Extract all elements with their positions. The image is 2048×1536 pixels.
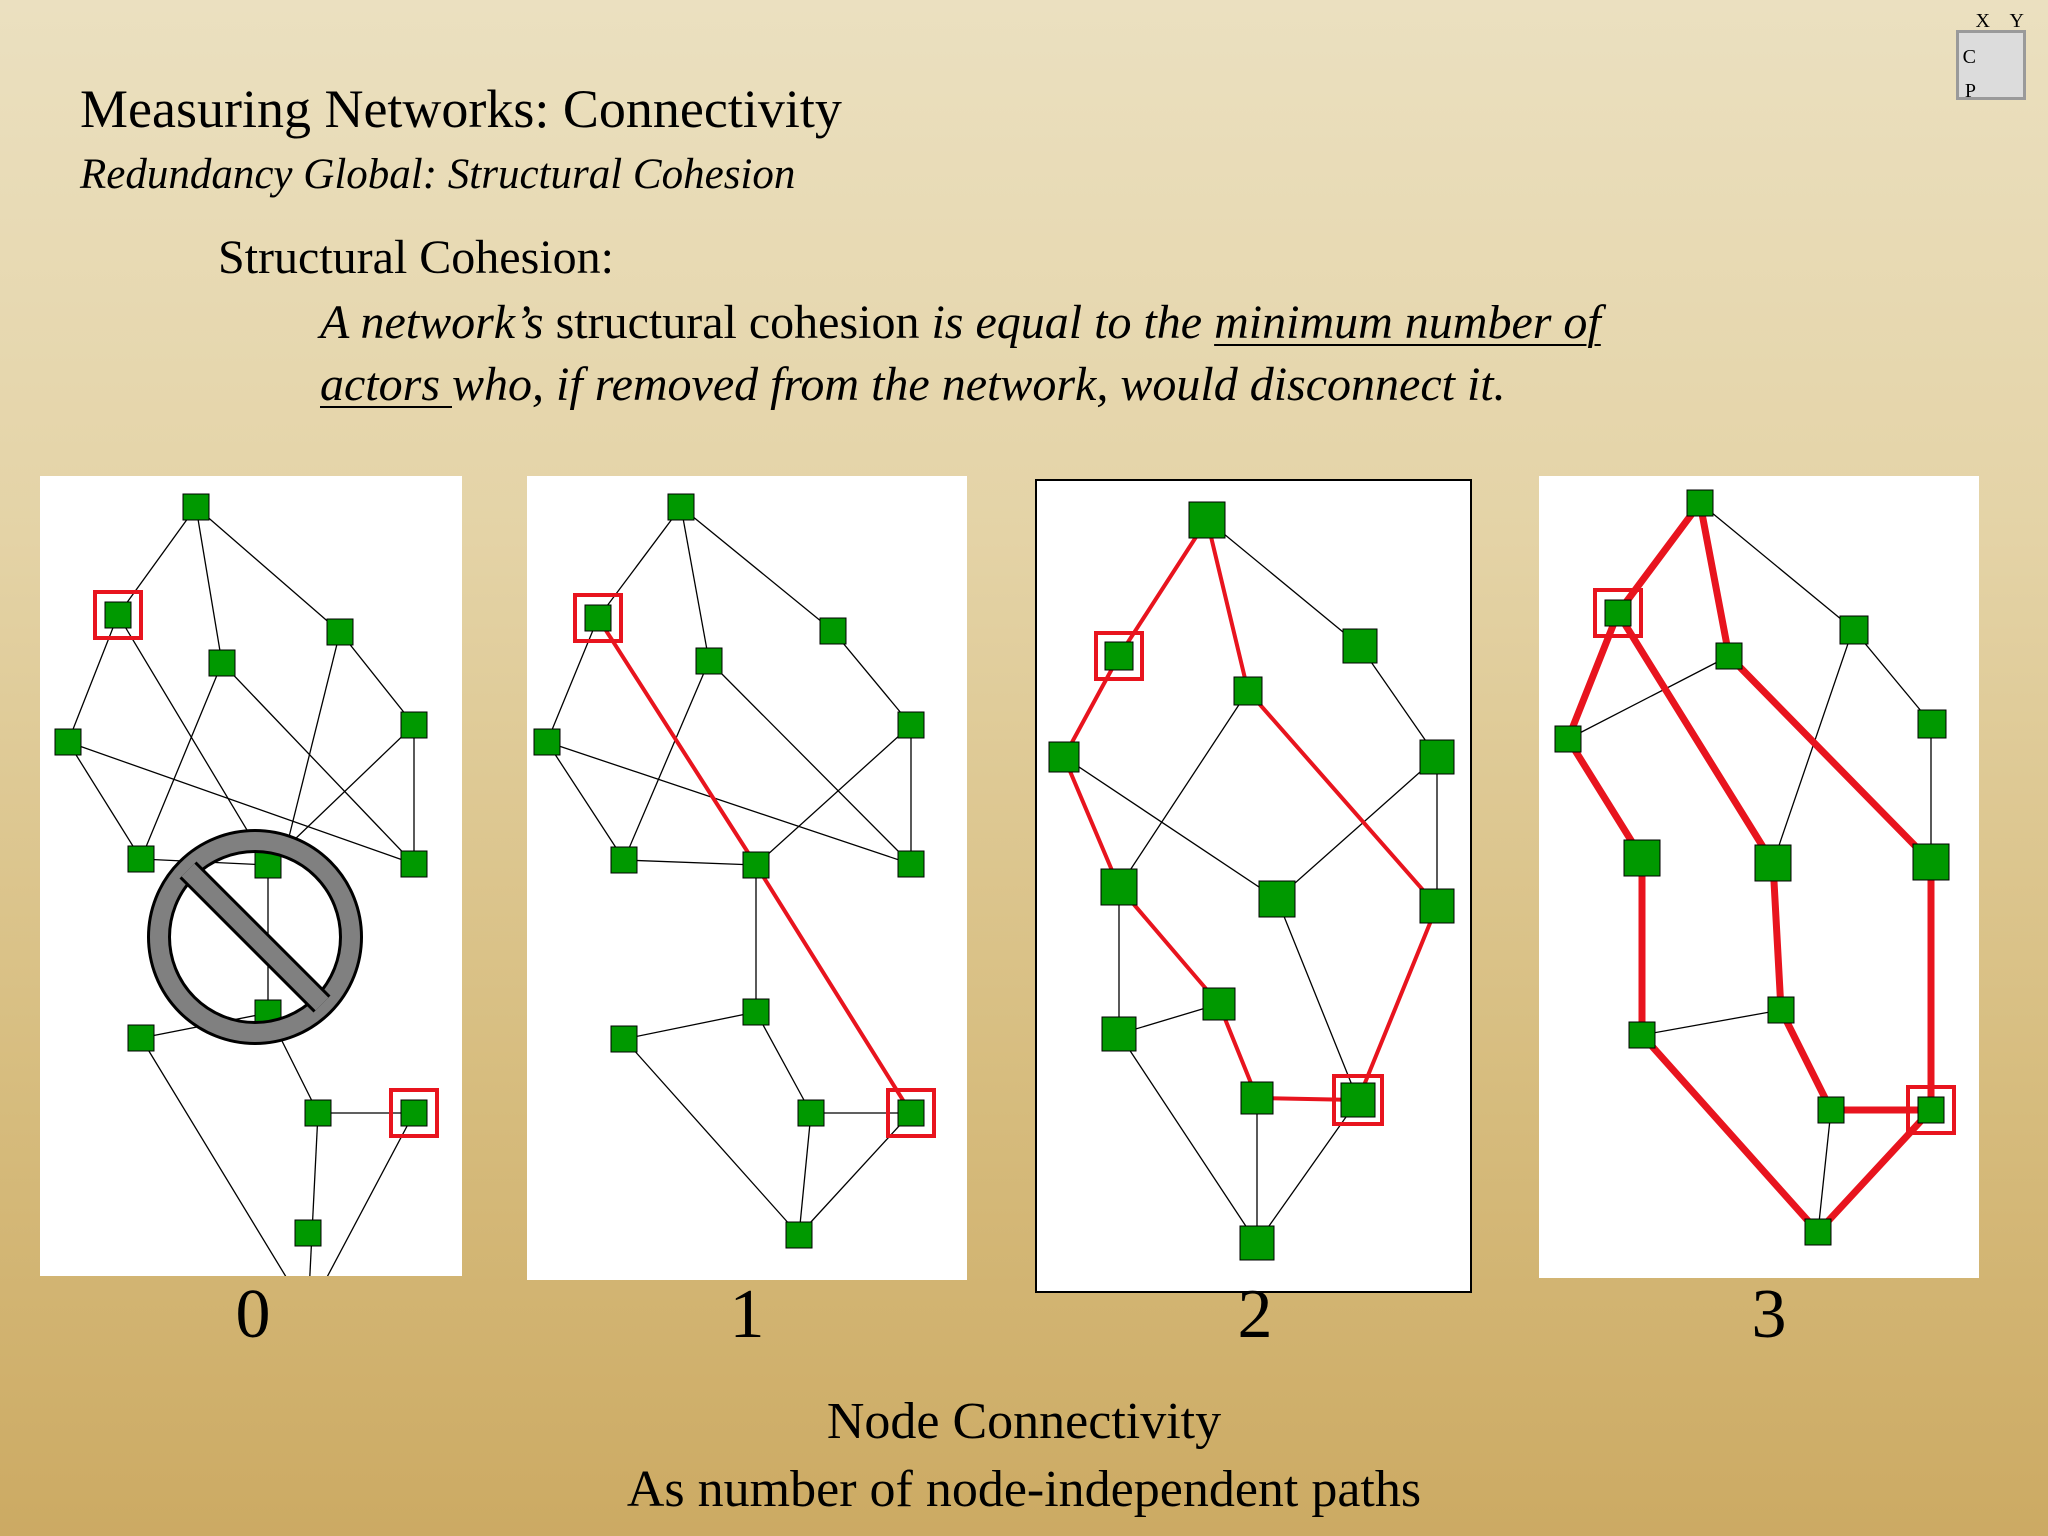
definition-emphasis: actors xyxy=(320,358,452,411)
independent-paths xyxy=(1062,518,1439,1102)
slide-subtitle: Redundancy Global: Structural Cohesion xyxy=(80,151,796,198)
definition-emphasis: minimum number of xyxy=(1214,296,1601,349)
highlight-boxes xyxy=(1593,588,1956,1135)
definition-part: is equal to the xyxy=(919,296,1215,349)
edges xyxy=(67,506,415,1276)
caption-line-1: Node Connectivity xyxy=(826,1393,1222,1450)
definition-part: who, if removed from the network, would … xyxy=(452,358,1506,411)
definition-part: A network’s xyxy=(320,296,556,349)
definition-text: A network’s structural cohesion is equal… xyxy=(320,292,1601,416)
caption-line-2: As number of node-independent paths xyxy=(626,1461,1422,1518)
panel-label-2: 2 xyxy=(1237,1276,1273,1353)
definition-term: structural cohesion xyxy=(555,296,920,349)
nodes xyxy=(533,493,925,1249)
slide-title: Measuring Networks: Connectivity xyxy=(80,79,842,139)
network-graph-3 xyxy=(1554,489,1956,1246)
highlight-boxes xyxy=(1094,631,1384,1126)
network-graph-1 xyxy=(533,493,936,1249)
edges xyxy=(546,506,912,1236)
nodes xyxy=(1048,501,1455,1261)
definition-heading: Structural Cohesion: xyxy=(218,231,614,284)
panel-label-1: 1 xyxy=(729,1276,765,1353)
network-panel-2 xyxy=(1035,479,1472,1293)
definition-line-1: A network’s structural cohesion is equal… xyxy=(320,292,1601,354)
panel-label-3: 3 xyxy=(1751,1276,1787,1353)
network-panel-1 xyxy=(527,476,967,1280)
corner-label-x: X xyxy=(1975,10,1990,32)
corner-box xyxy=(1956,30,2026,100)
nodes xyxy=(54,493,428,1247)
network-graph-0 xyxy=(54,493,439,1276)
network-panel-0 xyxy=(40,476,462,1276)
panel-label-0: 0 xyxy=(235,1276,271,1353)
network-panel-3 xyxy=(1539,476,1979,1278)
prohibition-icon xyxy=(147,829,363,1045)
corner-label-p: P xyxy=(1964,80,1976,102)
definition-line-2: actors who, if removed from the network,… xyxy=(320,354,1601,416)
nodes xyxy=(1554,489,1950,1246)
network-graph-2 xyxy=(1048,501,1455,1261)
corner-label-c: C xyxy=(1962,46,1976,68)
highlight-boxes xyxy=(573,593,936,1138)
highlight-boxes xyxy=(93,590,439,1138)
corner-label-y: Y xyxy=(2009,10,2024,32)
